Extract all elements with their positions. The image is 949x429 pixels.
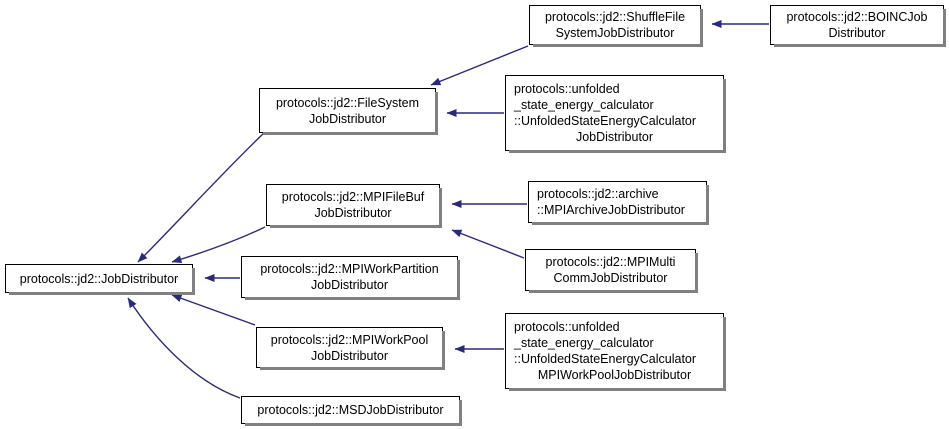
node-shadow-right (695, 253, 698, 293)
node-shadow-right (439, 188, 442, 228)
node-unfolded-state-energy-calculator-job-distributor[interactable]: protocols::unfolded _state_energy_calcul… (505, 75, 726, 153)
edge-mpiworkpool-to-jobdistributor (171, 294, 256, 326)
node-label-line: MPIWorkPoolJobDistributor (537, 368, 692, 382)
node-shadow-right (723, 79, 726, 153)
node-shadow-bottom (532, 222, 709, 225)
node-label-line: protocols::jd2::JobDistributor (19, 271, 179, 286)
node-shadow-bottom (263, 132, 438, 135)
node-shadow-right (442, 331, 445, 370)
node-shadow-right (435, 92, 438, 135)
node-shadow-bottom (509, 150, 726, 153)
node-shadow-right (706, 185, 709, 225)
node-shadow-bottom (529, 290, 698, 293)
node-label-line: protocols::jd2::MPIMulti (545, 255, 676, 269)
node-shadow-bottom (270, 225, 442, 228)
node-label-line: protocols::jd2::MSDJobDistributor (257, 403, 444, 417)
node-label-line: protocols::unfolded (514, 82, 620, 96)
edge-mpimulticomm-to-mpifilebuf (451, 229, 525, 259)
node-label-line: ::UnfoldedStateEnergyCalculator (514, 352, 697, 366)
node-label-line: JobDistributor (310, 278, 389, 292)
node-shadow-right (723, 317, 726, 391)
node-label-line: protocols::jd2::MPIWorkPool (270, 332, 429, 347)
node-label-line: protocols::jd2::ShuffleFile (544, 10, 686, 24)
node-mpi-file-buf-job-distributor[interactable]: protocols::jd2::MPIFileBuf JobDistributo… (266, 184, 442, 228)
node-label-line: protocols::jd2::archive (537, 187, 659, 201)
node-label-line: _state_energy_calculator (514, 98, 654, 112)
node-shadow-bottom (245, 423, 462, 426)
node-label-line: CommJobDistributor (553, 271, 668, 285)
node-shadow-right (192, 268, 195, 295)
node-label-line: protocols::unfolded (514, 320, 620, 334)
node-job-distributor[interactable]: protocols::jd2::JobDistributor (5, 264, 195, 295)
node-label-line: SystemJobDistributor (555, 26, 675, 40)
edge-msd-to-jobdistributor (127, 297, 241, 399)
node-shadow-bottom (9, 292, 195, 295)
node-label-line: _state_energy_calculator (514, 336, 654, 350)
node-label-line: protocols::jd2::FileSystem (275, 95, 420, 110)
node-label-line: protocols::jd2::BOINCJob (786, 10, 928, 24)
node-label-line: JobDistributor (314, 206, 392, 220)
node-shadow-bottom (533, 44, 703, 47)
node-label-line: protocols::jd2::MPIWorkPartition (260, 262, 439, 276)
node-file-system-job-distributor[interactable]: protocols::jd2::FileSystem JobDistributo… (259, 88, 438, 135)
node-label-line: JobDistributor (575, 130, 654, 144)
node-boinc-job-distributor[interactable]: protocols::jd2::BOINCJob Distributor (770, 5, 946, 47)
node-shadow-bottom (774, 44, 946, 47)
node-shadow-right (457, 260, 460, 300)
node-mpi-multi-comm-job-distributor[interactable]: protocols::jd2::MPIMulti CommJobDistribu… (525, 249, 698, 293)
node-mpi-work-partition-job-distributor[interactable]: protocols::jd2::MPIWorkPartition JobDist… (241, 256, 460, 300)
node-label-line: ::UnfoldedStateEnergyCalculator (514, 114, 697, 128)
node-shadow-right (459, 400, 462, 426)
node-unfolded-state-energy-calculator-mpi-work-pool-job-distributor[interactable]: protocols::unfolded _state_energy_calcul… (505, 313, 726, 391)
node-shadow-bottom (245, 297, 460, 300)
node-label-line: protocols::jd2::MPIFileBuf (281, 190, 425, 204)
node-mpi-work-pool-job-distributor[interactable]: protocols::jd2::MPIWorkPool JobDistribut… (256, 327, 445, 370)
node-label-line: ::MPIArchiveJobDistributor (537, 203, 685, 217)
node-shadow-bottom (260, 367, 445, 370)
node-shadow-right (700, 9, 703, 47)
node-msd-job-distributor[interactable]: protocols::jd2::MSDJobDistributor (241, 396, 462, 426)
node-label-line: JobDistributor (310, 348, 389, 363)
node-label-line: JobDistributor (308, 111, 387, 126)
node-shuffle-file-system-job-distributor[interactable]: protocols::jd2::ShuffleFile SystemJobDis… (529, 5, 703, 47)
node-mpi-archive-job-distributor[interactable]: protocols::jd2::archive ::MPIArchiveJobD… (528, 181, 709, 225)
edge-filesystem-to-jobdistributor (137, 131, 266, 263)
node-label-line: Distributor (828, 26, 886, 40)
node-shadow-bottom (509, 388, 726, 391)
node-shadow-right (943, 9, 946, 47)
